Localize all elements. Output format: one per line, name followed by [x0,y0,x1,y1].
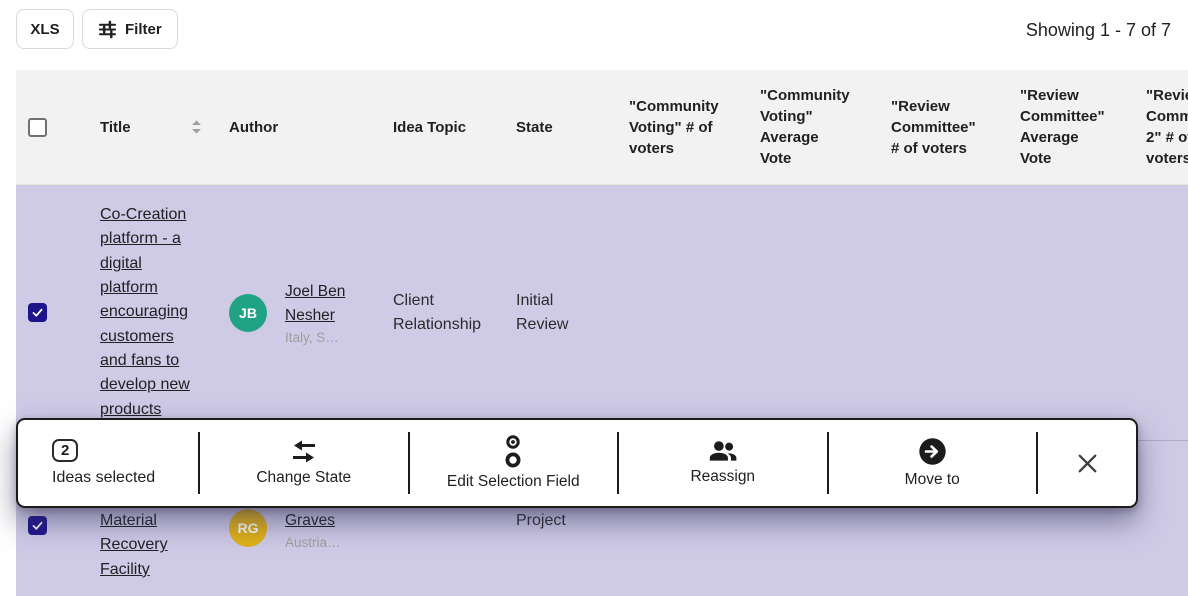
idea-title-cell: Co-Creation platform - a digital platfor… [84,203,210,422]
avatar: JB [229,293,267,332]
edit-selection-field-button[interactable]: Edit Selection Field [410,420,618,506]
state-cell: Project [516,512,566,529]
checkmark-icon [32,308,43,317]
author-location: Austria… [285,535,341,550]
action-bar-divider [826,432,829,494]
author-name-link[interactable]: Graves [285,512,335,529]
row-checkbox[interactable] [28,303,47,322]
stacked-circles-icon [505,435,521,468]
tune-sliders-icon [98,20,117,38]
bulk-action-bar: 2 Ideas selected Change State E [16,418,1138,508]
selection-count-label: Ideas selected [52,469,156,486]
idea-title-link[interactable]: Co-Creation platform - a digital platfor… [100,206,190,418]
header-title-label: Title [100,118,131,136]
action-bar-divider [198,432,200,494]
header-state: State [516,118,553,136]
edit-selection-field-label: Edit Selection Field [446,473,580,490]
header-community-voting-voters: "Community Voting" # of voters [629,97,719,157]
author-name-link[interactable]: Joel Ben Nesher [285,283,346,324]
swap-arrows-icon [292,440,315,463]
selection-count-section: 2 Ideas selected [18,420,198,506]
header-idea-topic: Idea Topic [393,118,467,136]
header-author: Author [229,118,279,136]
change-state-label: Change State [256,469,352,486]
ideas-table: Title Author Idea Topic State "Community… [16,70,1188,596]
x-icon [1078,454,1096,472]
author-cell: RG Graves Austria… [210,441,377,550]
sort-arrows-icon[interactable] [191,119,202,135]
state-cell: Initial Review [516,291,569,333]
row-checkbox[interactable] [28,516,47,535]
table-row: Co-Creation platform - a digital platfor… [16,185,1188,440]
author-cell: JB Joel Ben Nesher Italy, S… [210,280,377,345]
move-to-button[interactable]: Move to [829,420,1037,506]
people-icon [710,441,737,461]
idea-topic-cell: Client Relationship [393,291,482,333]
action-bar-divider [407,432,410,494]
select-all-checkbox[interactable] [28,117,47,137]
reassign-button[interactable]: Reassign [619,420,827,506]
idea-title-cell: Material Recovery Facility [84,441,210,582]
filter-button[interactable]: Filter [82,9,178,49]
header-review-committee2-voters: "Review Committee 2" # of voters [1146,87,1188,167]
header-review-committee-voters: "Review Committee" # of voters [891,97,976,157]
row-select-cell [16,303,84,322]
header-community-voting-average: "Community Voting" Average Vote [760,87,850,167]
avatar: RG [229,509,267,547]
arrow-in-circle-icon [919,438,946,465]
filter-button-label: Filter [125,20,162,38]
header-select-all-cell [16,97,84,158]
author-location: Italy, S… [285,330,339,345]
header-review-committee-average: "Review Committee" Average Vote [1020,87,1105,167]
selection-count-badge: 2 [52,439,79,462]
table-header-row: Title Author Idea Topic State "Community… [16,70,1188,185]
xls-export-button[interactable]: XLS [16,9,74,49]
action-bar-divider [617,432,619,494]
reassign-label: Reassign [690,468,756,485]
idea-title-link[interactable]: Material Recovery Facility [100,512,168,578]
move-to-label: Move to [904,471,960,488]
change-state-button[interactable]: Change State [200,420,408,506]
action-bar-divider [1036,432,1038,494]
row-select-cell [16,441,84,535]
close-action-bar-button[interactable] [1038,420,1136,506]
header-title: Title [84,117,210,138]
review-committee2-voters-cell [1130,441,1188,509]
pagination-summary: Showing 1 - 7 of 7 [1025,20,1171,40]
checkmark-icon [32,521,43,530]
